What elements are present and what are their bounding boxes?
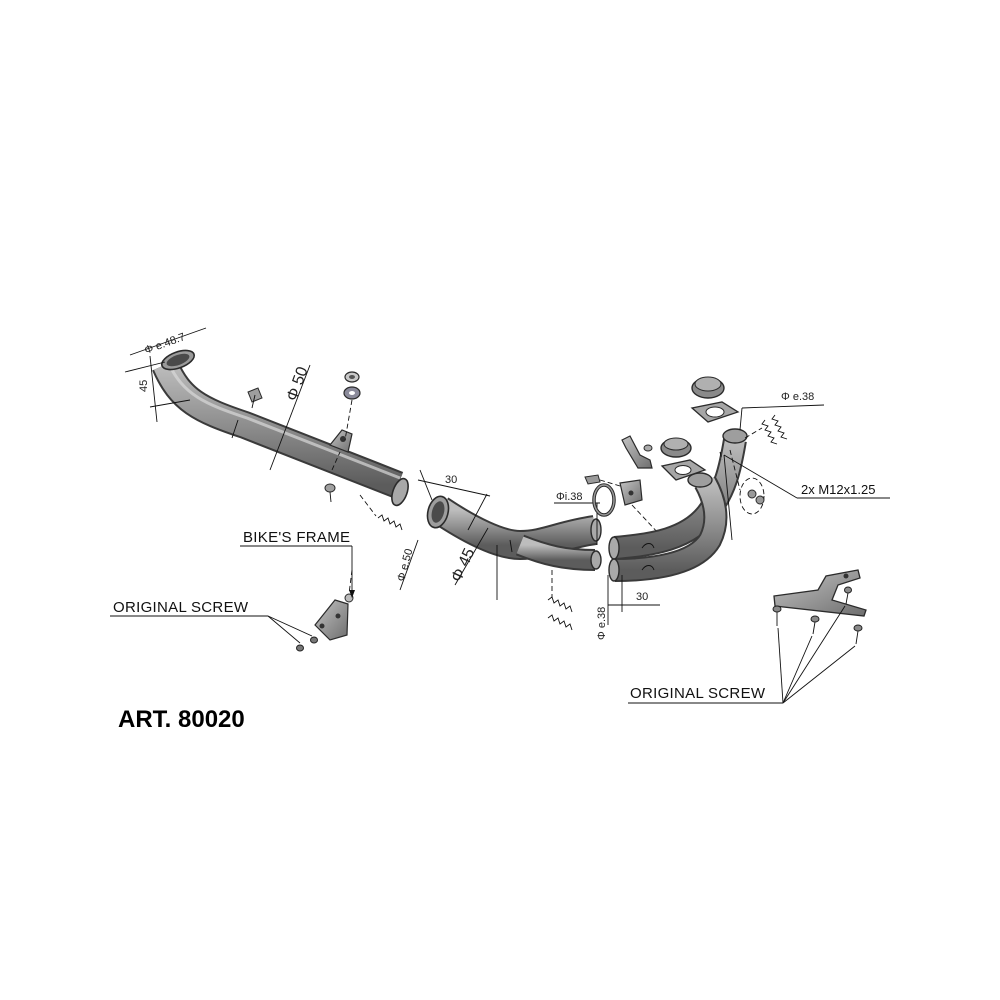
dim-header-outer-bottom: Φ e.38 xyxy=(596,607,608,640)
upper-hanger xyxy=(621,435,653,469)
article-number: ART. 80020 xyxy=(118,706,245,733)
bracket-screw-3 xyxy=(853,624,863,645)
header-port-2 xyxy=(687,472,713,488)
original-screw-left-callout: ORIGINAL SCREW xyxy=(110,599,313,644)
bracket-screw-1 xyxy=(772,605,782,626)
y-pipe-outlet-bottom xyxy=(590,550,602,570)
bikes-frame-label: BIKE'S FRAME xyxy=(243,529,350,546)
frame-screw-1 xyxy=(296,644,304,652)
y-pipe xyxy=(426,495,602,571)
header-outlet-top xyxy=(608,536,620,560)
dim-y-pipe-inner: Φi.38 xyxy=(556,491,583,503)
bolts-label: 2x M12x1.25 xyxy=(801,482,875,497)
flanges xyxy=(660,376,741,491)
original-screw-right-callout: ORIGINAL SCREW xyxy=(628,605,856,704)
y-pipe-outlet-top xyxy=(590,518,602,542)
bikes-frame-callout: BIKE'S FRAME xyxy=(240,529,355,598)
center-bracket xyxy=(584,474,661,536)
dim-y-pipe-dia: Φ 45 xyxy=(448,546,478,585)
dim-header-length: 30 xyxy=(636,591,648,603)
frame-screw-2 xyxy=(310,636,318,644)
springs-y-pipe xyxy=(547,570,573,631)
clamp-ring xyxy=(592,483,616,517)
bolt-head xyxy=(324,483,336,493)
bracket-screw-2 xyxy=(810,615,820,635)
frame-bracket xyxy=(296,569,354,652)
header-dimensions: Φ e.38 Φ e.38 30 xyxy=(596,391,825,640)
header-outlet-bottom xyxy=(608,558,620,582)
link-pipe xyxy=(152,349,409,507)
dim-header-outer-top: Φ e.38 xyxy=(781,391,814,403)
original-screw-left-label: ORIGINAL SCREW xyxy=(113,599,249,616)
dim-y-pipe-outer: Φ e.50 xyxy=(395,548,415,583)
link-pipe-outlet xyxy=(391,477,409,507)
headers xyxy=(608,428,748,582)
dim-link-pipe-dia: Φ 50 xyxy=(284,365,312,404)
bolt-detail xyxy=(739,414,788,515)
original-screw-right-label: ORIGINAL SCREW xyxy=(630,685,766,702)
bracket-screw-4 xyxy=(844,586,852,605)
dim-link-pipe-length: 45 xyxy=(138,380,150,392)
dim-y-pipe-length: 30 xyxy=(445,474,457,486)
bolts-callout: 2x M12x1.25 xyxy=(723,454,890,541)
header-port-1 xyxy=(722,428,748,444)
washer-stack xyxy=(324,371,361,503)
bottom-bracket xyxy=(772,569,867,645)
spring-link xyxy=(359,494,403,531)
